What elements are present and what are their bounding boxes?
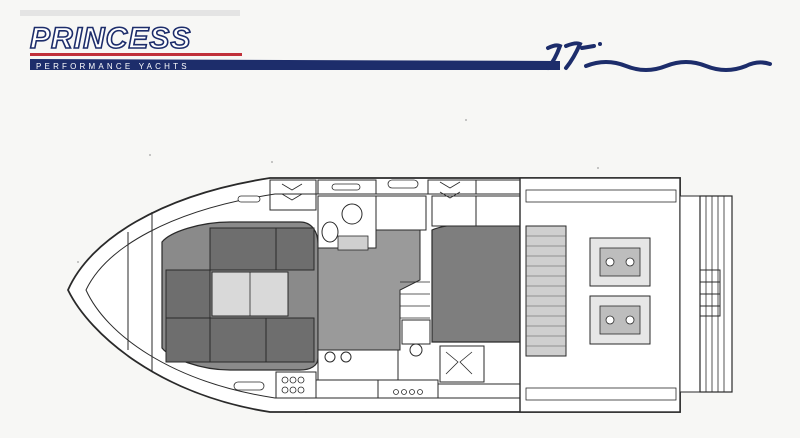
bottle-rack-icon bbox=[281, 376, 305, 394]
companionway-steps bbox=[400, 281, 430, 319]
stove-burners-icon bbox=[324, 351, 352, 363]
toilet-icon bbox=[321, 221, 339, 243]
wave-lines-icon bbox=[584, 60, 772, 72]
overhead-lockers bbox=[431, 195, 521, 227]
engine-port-icon bbox=[589, 237, 651, 287]
engine-hatch-grating bbox=[525, 225, 567, 357]
porthole-4 bbox=[237, 195, 261, 203]
boarding-ladder-icon bbox=[699, 269, 721, 317]
engine-starboard-icon bbox=[589, 295, 651, 345]
grating-lines bbox=[526, 235, 566, 347]
washbasin-icon bbox=[341, 203, 363, 225]
porthole-2 bbox=[387, 179, 419, 189]
logo-blue-stripe bbox=[30, 59, 560, 70]
porthole-1 bbox=[331, 183, 361, 191]
cockpit-coaming-bottom bbox=[525, 387, 677, 401]
fridge-vent-icon bbox=[445, 351, 473, 375]
logo-red-line bbox=[30, 53, 242, 56]
sink-bowl-icon bbox=[409, 343, 423, 357]
scan-artifact bbox=[20, 10, 240, 16]
transom bbox=[679, 195, 701, 393]
brand-mark-icon bbox=[546, 41, 602, 70]
logo-tagline: PERFORMANCE YACHTS bbox=[36, 62, 190, 71]
galley-sink bbox=[401, 319, 431, 345]
dinette-cushions bbox=[165, 227, 315, 363]
porthole-3 bbox=[233, 381, 265, 391]
hanging-locker bbox=[375, 195, 427, 231]
cooker-knobs-icon bbox=[393, 389, 423, 395]
mid-cabin-berth bbox=[431, 223, 521, 343]
header-stripe bbox=[20, 10, 772, 72]
shower-tray bbox=[337, 235, 369, 251]
cockpit-coaming-top bbox=[525, 189, 677, 203]
logo-wordmark: PRINCESS bbox=[29, 22, 192, 55]
